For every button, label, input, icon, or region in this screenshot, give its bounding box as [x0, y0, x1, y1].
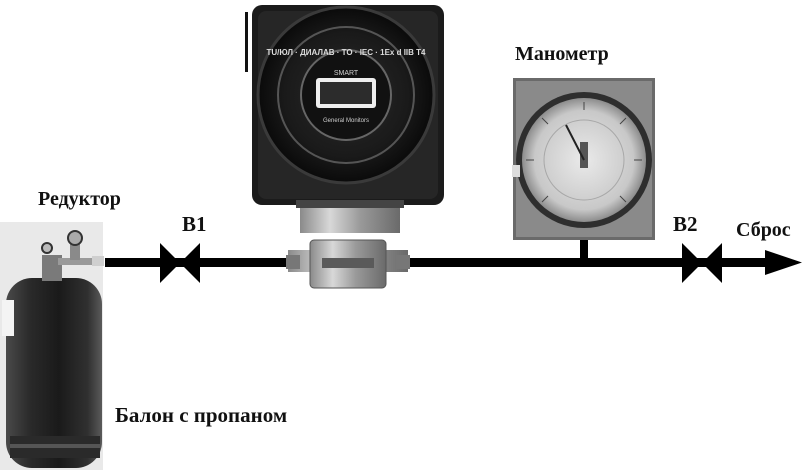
- gas-sensor-image: [245, 5, 444, 289]
- reducer-label: Редуктор: [38, 188, 121, 210]
- sensor-model-text: SMART: [334, 70, 359, 77]
- vent-label: Сброс: [736, 219, 791, 241]
- sensor-ring-text: TU/ЮЛ · ДИАЛАВ · ТО · IEC · 1Ex d IIB T4: [267, 48, 427, 57]
- manometer-image: [512, 78, 655, 240]
- reducer-icon: [41, 230, 104, 281]
- valve-b1-icon[interactable]: [160, 243, 200, 283]
- main-pipe: [105, 258, 770, 267]
- valve-b1-label: В1: [182, 212, 207, 236]
- cylinder-label: Балон с пропаном: [115, 403, 288, 427]
- manometer-label: Манометр: [515, 43, 609, 65]
- propane-cylinder-image: [0, 222, 104, 470]
- pipeline: [105, 238, 802, 275]
- vent-arrow: [765, 250, 802, 275]
- sensor-brand-text: General Monitors: [323, 118, 369, 124]
- valve-b2-icon[interactable]: [682, 243, 722, 283]
- valve-b2-label: В2: [673, 212, 698, 236]
- manometer-branch-pipe: [580, 238, 588, 262]
